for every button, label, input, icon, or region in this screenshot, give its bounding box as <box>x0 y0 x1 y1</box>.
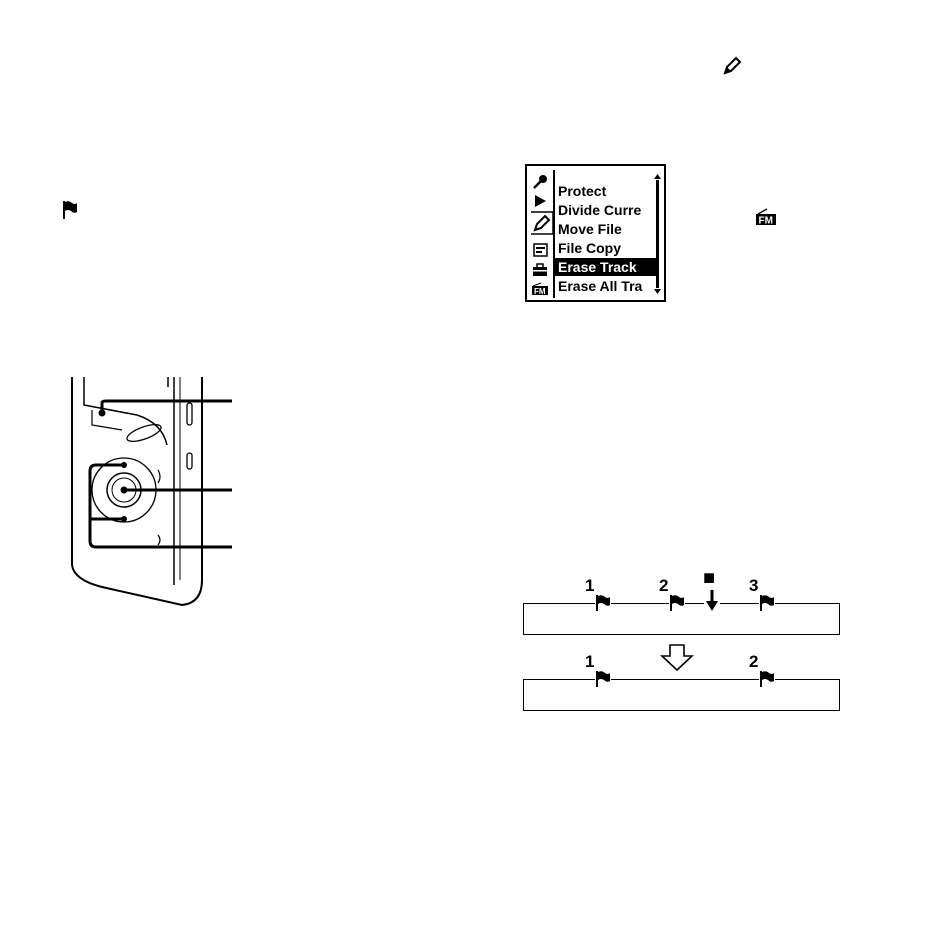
menu-item-file-copy[interactable]: File Copy <box>558 239 654 257</box>
lcd-menu-screen: FM Protect Divide Curre Move File File C… <box>525 164 666 302</box>
stop-icon: ■ <box>703 568 715 588</box>
lcd-menu-tabs: FM <box>527 166 553 300</box>
microphone-icon <box>532 174 548 190</box>
svg-text:FM: FM <box>759 216 773 227</box>
play-icon <box>533 194 547 208</box>
flag-icon <box>669 594 685 612</box>
lcd-menu-list: Protect Divide Curre Move File File Copy… <box>553 170 653 298</box>
track-mark-number: 1 <box>585 576 594 596</box>
track-mark-number: 2 <box>659 576 668 596</box>
menu-item-erase-track[interactable]: Erase Track <box>555 258 656 276</box>
track-mark-number: 2 <box>749 652 758 672</box>
menu-item-protect[interactable]: Protect <box>558 182 654 200</box>
down-arrow-icon <box>704 590 720 612</box>
fm-radio-icon: FM <box>531 282 549 296</box>
recorder-illustration <box>62 375 242 610</box>
menu-item-erase-all[interactable]: Erase All Tra <box>558 277 654 295</box>
flag-icon <box>62 200 78 220</box>
edit-pencil-icon <box>529 210 555 236</box>
fm-radio-icon: FM <box>755 208 777 226</box>
flag-icon <box>595 670 611 688</box>
track-mark-number: 3 <box>749 576 758 596</box>
track-bar-after <box>523 679 840 711</box>
menu-item-move-file[interactable]: Move File <box>558 220 654 238</box>
menu-item-divide[interactable]: Divide Curre <box>558 201 654 219</box>
toolbox-icon <box>532 263 548 277</box>
edit-pencil-icon <box>722 56 742 76</box>
flag-icon <box>759 594 775 612</box>
file-list-icon <box>533 243 548 257</box>
flag-icon <box>595 594 611 612</box>
svg-text:FM: FM <box>534 287 546 296</box>
flag-icon <box>759 670 775 688</box>
track-mark-number: 1 <box>585 652 594 672</box>
menu-scrollbar[interactable] <box>653 174 662 294</box>
down-arrow-icon <box>660 644 694 672</box>
